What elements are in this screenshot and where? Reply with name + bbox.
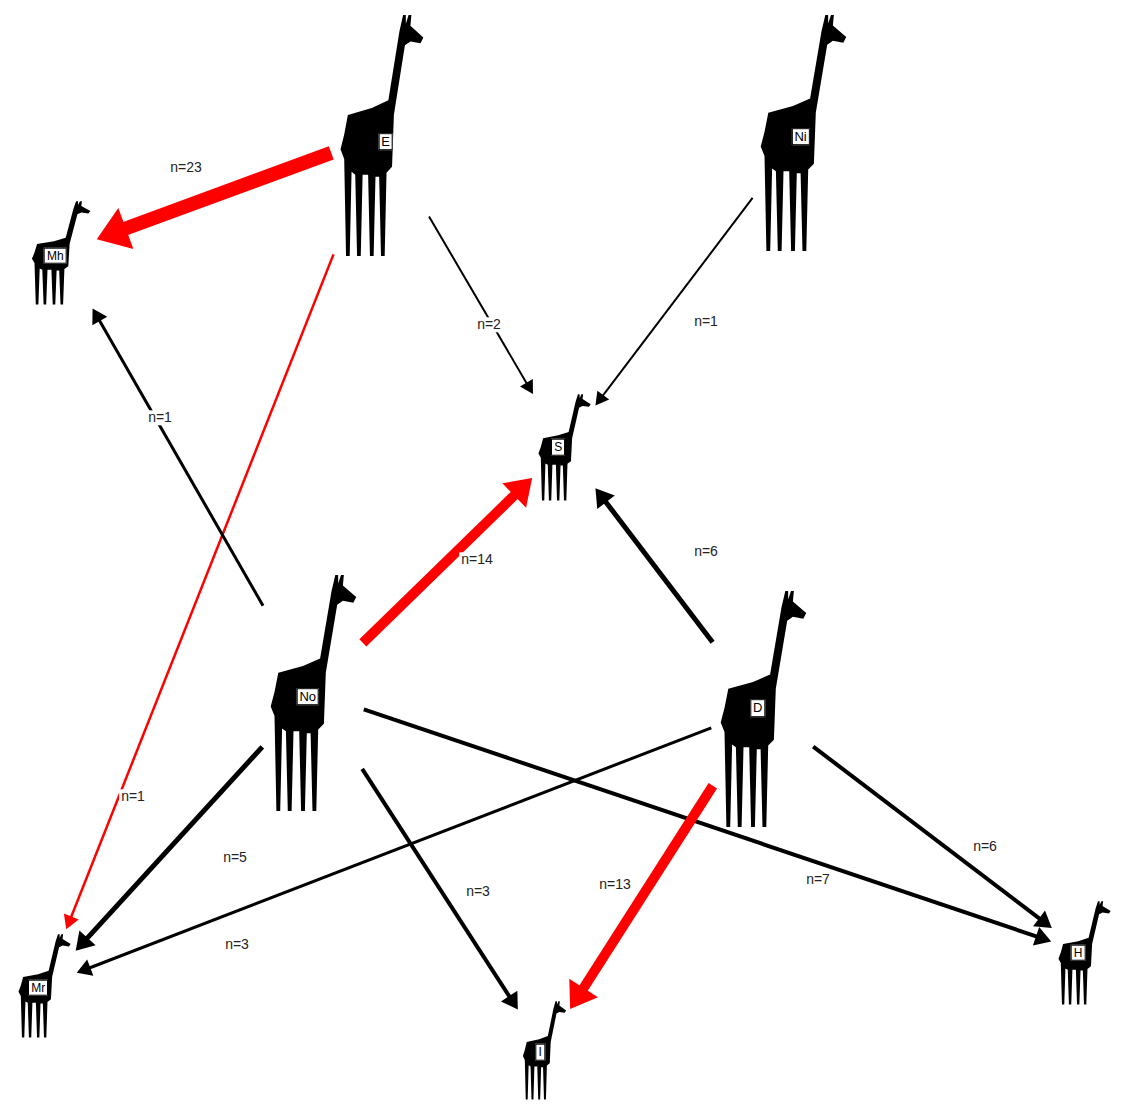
count-label: n=23 bbox=[168, 160, 204, 175]
giraffe-shape bbox=[538, 394, 590, 500]
arrow-head bbox=[1033, 911, 1052, 928]
arrow-connector bbox=[595, 198, 752, 406]
count-label: n=6 bbox=[971, 839, 999, 854]
arrow-line bbox=[603, 198, 753, 396]
arrow-head bbox=[501, 991, 518, 1010]
arrow-line bbox=[363, 495, 515, 643]
arrow-line bbox=[125, 153, 331, 229]
arrow-connector bbox=[363, 478, 532, 643]
giraffe-node: Mh bbox=[28, 200, 93, 305]
giraffe-node: E bbox=[335, 12, 427, 257]
giraffe-node: Mr bbox=[15, 933, 73, 1038]
arrow-line bbox=[429, 217, 527, 384]
arrow-head bbox=[97, 208, 134, 249]
giraffe-label: No bbox=[296, 688, 319, 706]
count-label: n=13 bbox=[597, 877, 633, 892]
giraffe-label: Mh bbox=[44, 247, 67, 264]
arrow-line bbox=[362, 769, 510, 997]
giraffe-node: No bbox=[265, 572, 360, 812]
count-label: n=3 bbox=[223, 937, 251, 952]
giraffe-label: E bbox=[378, 133, 393, 151]
arrow-head bbox=[64, 914, 79, 930]
giraffe-label: S bbox=[551, 439, 565, 456]
giraffe-shape bbox=[761, 15, 847, 251]
arrow-connector bbox=[92, 308, 263, 605]
giraffe-shape bbox=[1058, 901, 1110, 1004]
arrow-connector bbox=[97, 153, 331, 249]
count-label: n=7 bbox=[804, 872, 832, 887]
arrow-head bbox=[595, 391, 609, 406]
arrow-connector bbox=[362, 769, 518, 1010]
arrow-line bbox=[583, 786, 713, 989]
giraffe-node: D bbox=[715, 588, 810, 828]
giraffe-shape bbox=[18, 934, 70, 1037]
count-label: n=1 bbox=[119, 789, 147, 804]
arrow-head bbox=[1033, 927, 1051, 946]
arrow-head bbox=[520, 379, 533, 394]
arrow-head bbox=[595, 488, 614, 509]
count-label: n=1 bbox=[692, 314, 720, 329]
arrow-line bbox=[71, 254, 334, 917]
arrow-head bbox=[502, 478, 532, 508]
arrow-connector bbox=[569, 786, 713, 1009]
arrow-head bbox=[92, 308, 107, 325]
giraffe-node: H bbox=[1055, 900, 1113, 1005]
giraffe-label: Mr bbox=[28, 979, 48, 996]
count-label: n=6 bbox=[692, 544, 720, 559]
arrow-head bbox=[77, 960, 94, 976]
giraffe-shape bbox=[32, 201, 91, 304]
giraffe-shape bbox=[271, 575, 357, 811]
arrow-connector bbox=[64, 254, 334, 929]
arrow-line bbox=[813, 747, 1040, 919]
count-label: n=2 bbox=[475, 317, 503, 332]
arrow-head bbox=[569, 979, 598, 1009]
arrow-connector bbox=[429, 217, 533, 395]
arrow-head bbox=[76, 931, 96, 951]
arrow-connector bbox=[813, 747, 1052, 928]
giraffe-node: Ni bbox=[755, 12, 850, 252]
count-label: n=14 bbox=[459, 552, 495, 567]
giraffe-shape bbox=[523, 1001, 566, 1099]
arrow-connector bbox=[364, 709, 1051, 945]
giraffe-label: Ni bbox=[791, 128, 809, 146]
giraffe-node: I bbox=[520, 1000, 568, 1100]
giraffe-label: D bbox=[750, 699, 765, 717]
count-label: n=3 bbox=[464, 884, 492, 899]
arrow-line bbox=[99, 320, 263, 606]
giraffe-node: S bbox=[535, 393, 593, 501]
giraffe-shape bbox=[721, 591, 807, 827]
count-label: n=5 bbox=[221, 850, 249, 865]
arrow-connector bbox=[595, 488, 712, 642]
count-label: n=1 bbox=[146, 410, 174, 425]
giraffe-label: I bbox=[535, 1044, 544, 1061]
arrow-line bbox=[605, 501, 712, 642]
arrow-connector bbox=[76, 747, 263, 951]
giraffe-label: H bbox=[1071, 944, 1086, 961]
giraffe-shape bbox=[341, 15, 424, 256]
